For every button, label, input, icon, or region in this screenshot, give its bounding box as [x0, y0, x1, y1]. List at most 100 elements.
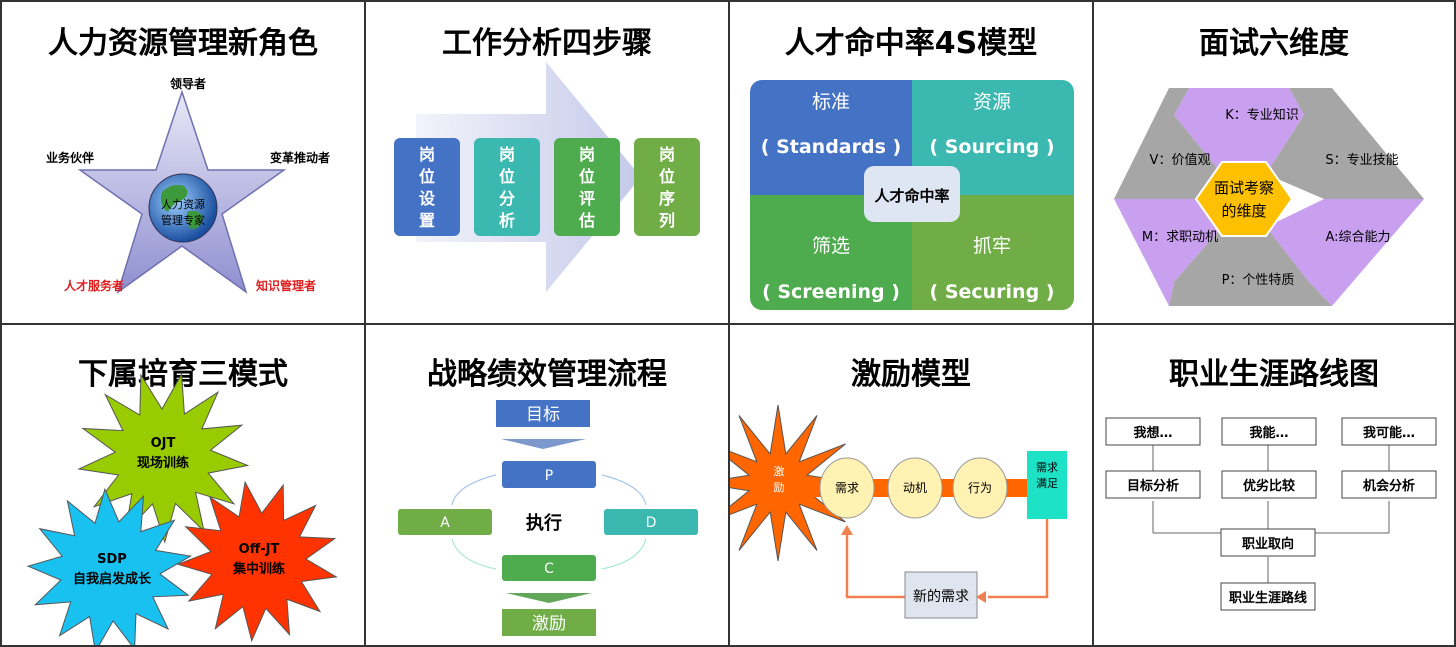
sourcing-cn: 资源 — [973, 91, 1011, 113]
svg-text:目标分析: 目标分析 — [1127, 478, 1179, 494]
role-knowledge: 知识管理者 — [255, 278, 316, 293]
center-line1: 人力资源 — [161, 197, 205, 211]
segment-p — [1169, 227, 1332, 306]
step-char: 位 — [419, 167, 435, 186]
sdp-burst — [26, 487, 193, 645]
hexagon-diagram: 面试考察 的维度 K：专业知识 V：价值观 S：专业技能 M：求职动机 A:综合… — [1114, 88, 1424, 306]
panel-title: 工作分析四步骤 — [442, 26, 652, 61]
center-line1: 面试考察 — [1214, 179, 1274, 197]
can-box: 我能… — [1221, 417, 1317, 446]
ojt-code: OJT — [151, 436, 176, 451]
pdca-diagram: 目标 P A 执行 D C 激励 — [398, 400, 698, 636]
step-char: 列 — [659, 211, 675, 230]
panel-title: 下属培育三模式 — [78, 357, 288, 392]
label-a: A:综合能力 — [1325, 230, 1390, 245]
svg-text:我可能…: 我可能… — [1363, 425, 1415, 441]
off-label: 集中训练 — [232, 561, 285, 577]
cycle-arrow-dc — [601, 538, 647, 570]
screening-cn: 筛选 — [812, 235, 850, 257]
label-v: V：价值观 — [1150, 152, 1211, 168]
segment-k — [1174, 88, 1304, 174]
role-leader: 领导者 — [170, 76, 206, 91]
satisfy-line1: 需求 — [1036, 461, 1058, 474]
panel-title: 激励模型 — [851, 357, 971, 392]
panel-title: 职业生涯路线图 — [1169, 357, 1379, 392]
ojt-burst — [77, 372, 250, 544]
step-char: 岗 — [659, 145, 675, 164]
stim-char-b: 励 — [774, 481, 785, 494]
p-box — [502, 461, 596, 488]
role-partner: 业务伙伴 — [46, 150, 94, 165]
down-arrow-2 — [506, 593, 592, 603]
motive-label: 动机 — [903, 481, 927, 495]
orientation-box: 职业取向 — [1220, 528, 1316, 557]
label-k: K：专业知识 — [1225, 107, 1299, 123]
center-line2: 的维度 — [1221, 202, 1266, 220]
step-char: 估 — [578, 211, 595, 230]
center-box — [864, 166, 960, 222]
off-jt-burst — [176, 480, 338, 643]
cycle-arrow-pa — [451, 474, 497, 506]
segment-m — [1114, 199, 1222, 306]
center-label: 人才命中率 — [874, 187, 949, 205]
segment-a — [1266, 199, 1424, 306]
incentive-box — [502, 609, 596, 636]
securing-en: ( Securing ) — [930, 281, 1055, 303]
segment-s — [1266, 88, 1424, 199]
quad-screening — [750, 195, 912, 310]
burst-diagram: OJT 现场训练 SDP 自我启发成长 Off-JT 集中训练 — [26, 372, 338, 645]
step-char: 分 — [499, 189, 515, 208]
hex-center — [1194, 161, 1294, 237]
step-box — [634, 138, 700, 236]
sdp-label: 自我启发成长 — [73, 571, 152, 587]
c-box — [502, 555, 596, 581]
chance-box: 机会分析 — [1341, 470, 1437, 499]
cycle-arrow-ac — [451, 538, 497, 570]
panel-title: 战略绩效管理流程 — [427, 357, 667, 392]
goal-analysis-box: 目标分析 — [1105, 470, 1201, 499]
continent-shape — [160, 184, 203, 229]
behavior-node — [952, 457, 1008, 519]
svg-text:我想…: 我想… — [1133, 425, 1172, 441]
step-char: 位 — [659, 167, 675, 186]
sourcing-en: ( Sourcing ) — [929, 136, 1054, 158]
panel-performance-process: 战略绩效管理流程 目标 P A 执行 D C 激励 — [364, 323, 730, 647]
newneed-box — [904, 571, 978, 619]
standards-en: ( Standards ) — [761, 136, 901, 158]
step-char: 岗 — [579, 145, 595, 164]
star-diagram: 人力资源 管理专家 领导者 业务伙伴 变革推动者 人才服务者 知识管理者 — [46, 76, 330, 294]
svg-text:职业取向: 职业取向 — [1242, 536, 1294, 552]
quad-standards — [750, 80, 912, 195]
segment-v — [1114, 88, 1222, 199]
label-m: M：求职动机 — [1142, 230, 1218, 245]
feedback-arrow-head — [976, 591, 986, 603]
panel-career-path: 职业生涯路线图 我想…我能…我可能…目标分析优劣比较机会分析职业取向职业生涯路线 — [1092, 323, 1456, 647]
step-char: 岗 — [419, 145, 435, 164]
want-box: 我想… — [1105, 417, 1201, 446]
panel-title: 人才命中率4S模型 — [784, 26, 1038, 61]
svg-text:我能…: 我能… — [1249, 425, 1288, 441]
ojt-label: 现场训练 — [137, 455, 189, 471]
center-line2: 管理专家 — [161, 213, 205, 227]
securing-cn: 抓牢 — [973, 235, 1011, 257]
motivation-diagram: 激 励 激 励 需求 动机 行为 需求 满足 新的需求 — [730, 404, 1067, 619]
motive-node — [887, 457, 943, 519]
step-char: 位 — [579, 167, 595, 186]
d-box — [604, 509, 698, 535]
behavior-label: 行为 — [968, 481, 992, 495]
screening-en: ( Screening ) — [762, 281, 900, 303]
panel-interview-dimensions: 面试六维度 面试考察 的维度 K：专业知识 V：价值观 S：专业技能 M：求职动… — [1092, 0, 1456, 325]
step-box — [554, 138, 620, 236]
down-arrow-1 — [501, 439, 586, 449]
panel-job-analysis: 工作分析四步骤 岗位设置岗位分析岗位评估岗位序列 — [364, 0, 730, 325]
step-box — [474, 138, 540, 236]
panel-subordinate-training: 下属培育三模式 OJT 现场训练 SDP 自我启发成长 Off-JT 集中训练 — [0, 323, 366, 647]
svg-text:优劣比较: 优劣比较 — [1243, 478, 1295, 494]
svg-text:机会分析: 机会分析 — [1363, 478, 1415, 494]
newneed-label: 新的需求 — [913, 589, 969, 605]
role-service: 人才服务者 — [64, 278, 124, 293]
incentive-label: 激励 — [532, 614, 566, 634]
step-char: 岗 — [499, 145, 515, 164]
d-label: D — [646, 515, 657, 531]
